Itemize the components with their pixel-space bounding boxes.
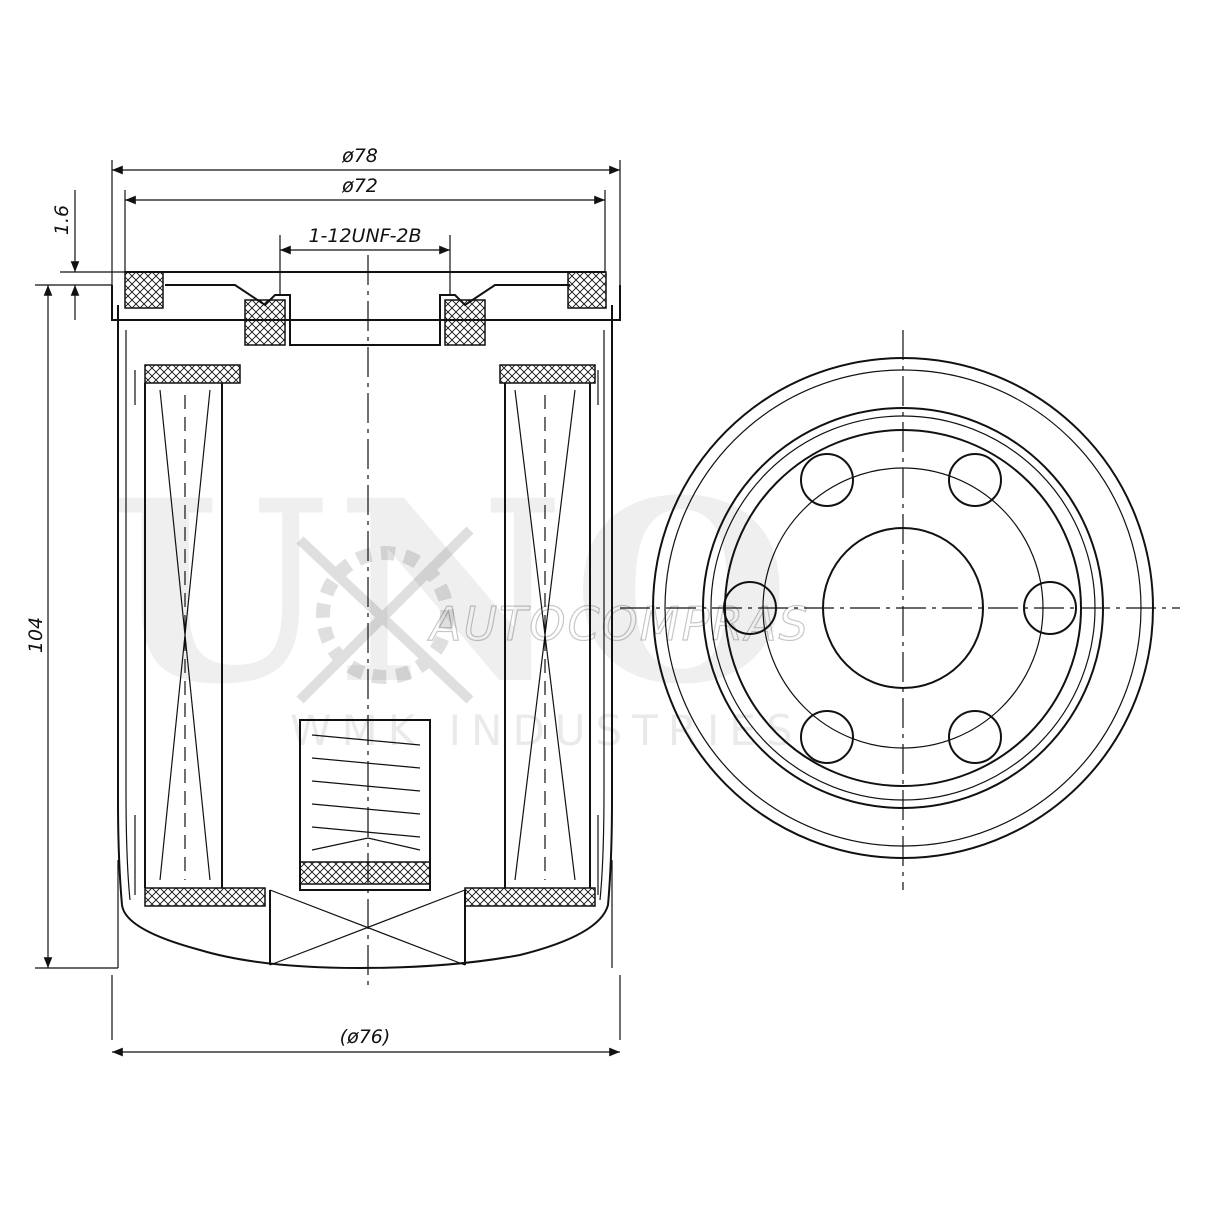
filter-top-view <box>620 330 1180 890</box>
dimension-lines: ø78 ø72 1-12UNF-2B 1.6 104 (ø76) <box>25 145 621 1057</box>
filter-side-view <box>111 255 621 985</box>
gasket-left <box>124 271 164 309</box>
gasket-right <box>567 271 607 309</box>
oil-inlet-holes <box>723 453 1077 764</box>
end-cap-bottom-right <box>464 887 596 907</box>
watermark: UNO AUTOCOMPRAS WMK INDUSTRIES <box>110 445 810 755</box>
dim-thread: 1-12UNF-2B <box>308 225 421 247</box>
dim-gasket-thickness: 1.6 <box>51 205 73 235</box>
center-thread-hole <box>822 527 984 689</box>
seal-left <box>244 299 286 346</box>
dim-flange-diameter: ø72 <box>341 175 378 197</box>
watermark-gear-icon <box>296 526 474 704</box>
watermark-brand: UNO <box>110 445 798 739</box>
dim-height: 104 <box>25 617 47 653</box>
watermark-line2: WMK INDUSTRIES <box>290 706 803 755</box>
seal-right <box>444 299 486 346</box>
bypass-valve-spring <box>299 719 431 891</box>
watermark-line1: AUTOCOMPRAS <box>427 597 810 651</box>
dim-body-diameter: (ø76) <box>340 1026 391 1048</box>
end-cap-bottom-left <box>144 887 266 907</box>
dim-outer-diameter: ø78 <box>341 145 378 167</box>
end-cap-top-right <box>499 364 596 384</box>
end-cap-top-left <box>144 364 241 384</box>
